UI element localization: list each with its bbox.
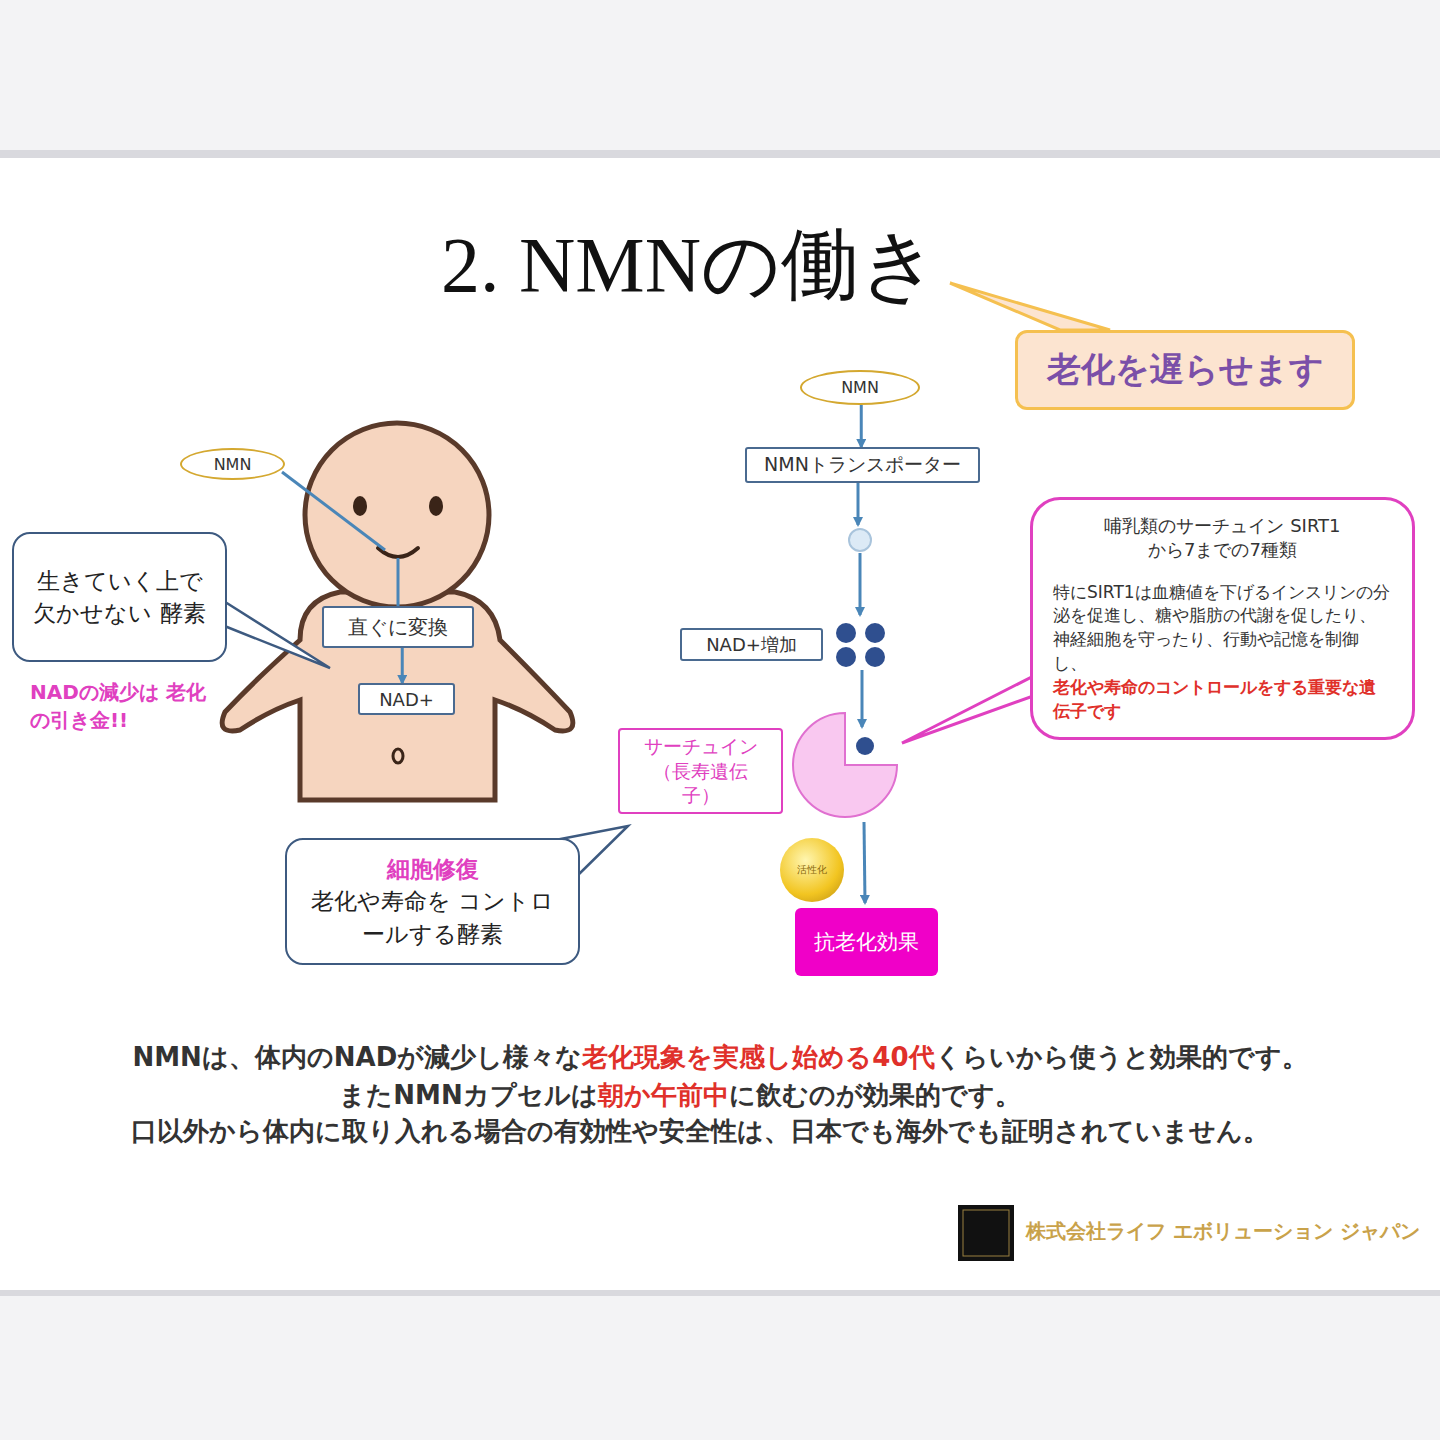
node-text: 老化を遅らせます <box>1047 347 1324 393</box>
body-figure <box>222 592 573 800</box>
head <box>305 423 489 607</box>
nad-dot <box>836 623 856 643</box>
oval-node: NMN <box>180 448 285 480</box>
node-text: 特にSIRT1は血糖値を下げるインスリンの分泌を促進し、糖や脂肪の代謝を促したり… <box>1053 581 1392 676</box>
flow-connector <box>860 405 863 447</box>
callout-box: 細胞修復老化や寿命を コントロールする酵素 <box>285 838 580 965</box>
company-logo-frame <box>963 1210 1009 1256</box>
gene-box: サーチュイン （長寿遺伝子） <box>618 728 783 814</box>
slide-bottom-rule <box>0 1290 1440 1296</box>
note-text: またNMNカプセルは <box>339 1080 597 1110</box>
node-text: 老化や寿命のコントロールをする重要な遺伝子です <box>1053 676 1392 724</box>
caption-line: NMNは、体内のNADが減少し様々な老化現象を実感し始める40代くらいから使うと… <box>0 1040 1440 1075</box>
slide-top-rule <box>0 150 1440 158</box>
note-block: NADの減少は 老化の引き金!! <box>30 678 220 734</box>
flow-arrow <box>861 670 864 727</box>
sirtuin-pacman <box>793 713 897 817</box>
node-text: 生きていく上で 欠かせない 酵素 <box>28 565 211 629</box>
note-text: くらいから使うと効果的です。 <box>935 1042 1308 1072</box>
process-box: NAD+増加 <box>680 628 823 661</box>
node-text: 細胞修復 <box>387 853 479 885</box>
nad-dot <box>856 737 874 755</box>
node-text: サーチュイン （長寿遺伝子） <box>636 734 766 808</box>
callout-box: 哺乳類のサーチュイン SIRT1から7までの7種類特にSIRT1は血糖値を下げる… <box>1030 497 1415 740</box>
callout-tail <box>222 600 330 668</box>
node-text: NMNトランスポーター <box>764 452 961 478</box>
process-box: 直ぐに変換 <box>322 606 474 648</box>
eye <box>429 496 443 516</box>
note-text: NMNは、体内のNADが減少し様々な <box>132 1042 582 1072</box>
note-text: 老化現象を実感し始める40代 <box>582 1042 934 1072</box>
nad-dot <box>836 647 856 667</box>
callout-box: 老化を遅らせます <box>1015 330 1355 410</box>
note-text: に飲むのが効果的です。 <box>729 1080 1021 1110</box>
caption-line: またNMNカプセルは朝か午前中に飲むのが効果的です。 <box>0 1078 1400 1113</box>
process-box: NMNトランスポーター <box>745 447 980 483</box>
nad-dot <box>865 623 885 643</box>
caption-line: 口以外から体内に取り入れる場合の有効性や安全性は、日本でも海外でも証明されていま… <box>0 1114 1420 1149</box>
oval-node: NMN <box>800 370 920 405</box>
node-text: NAD+増加 <box>706 633 797 657</box>
flow-arrow <box>857 483 860 525</box>
navel <box>393 749 403 763</box>
company-name: 株式会社ライフ エボリューション ジャパン <box>1026 1218 1436 1245</box>
node-text: 老化や寿命を コントロールする酵素 <box>308 885 558 949</box>
process-box: NAD+ <box>358 683 455 715</box>
node-text: NMN <box>214 455 252 474</box>
note-text: NADの減少は 老化の引き金!! <box>30 678 220 734</box>
callout-tail <box>950 283 1110 330</box>
note-text: 株式会社ライフ エボリューション ジャパン <box>1026 1219 1420 1243</box>
callout-box: 生きていく上で 欠かせない 酵素 <box>12 532 227 662</box>
node-text: 哺乳類のサーチュイン SIRT1から7までの7種類 <box>1103 514 1343 563</box>
activation-badge: 活性化 <box>780 838 844 902</box>
node-text: 活性化 <box>797 863 827 877</box>
eye <box>353 496 367 516</box>
node-text: 抗老化効果 <box>814 928 919 956</box>
nad-dot <box>865 647 885 667</box>
flow-arrow <box>864 822 865 903</box>
node-text: 直ぐに変換 <box>348 614 448 641</box>
node-text: NAD+ <box>379 689 434 710</box>
leader-line <box>282 472 385 550</box>
node-text: NMN <box>841 378 879 397</box>
slide-title: 2. NMNの働き <box>0 222 1380 308</box>
nmn-molecule <box>849 529 871 551</box>
effect-box: 抗老化効果 <box>795 908 938 976</box>
note-text: 朝か午前中 <box>598 1080 729 1110</box>
company-logo <box>958 1205 1014 1261</box>
note-text: 口以外から体内に取り入れる場合の有効性や安全性は、日本でも海外でも証明されていま… <box>131 1116 1269 1146</box>
flow-arrow <box>859 553 862 615</box>
leader-line <box>397 558 400 606</box>
flow-connector <box>401 648 404 683</box>
